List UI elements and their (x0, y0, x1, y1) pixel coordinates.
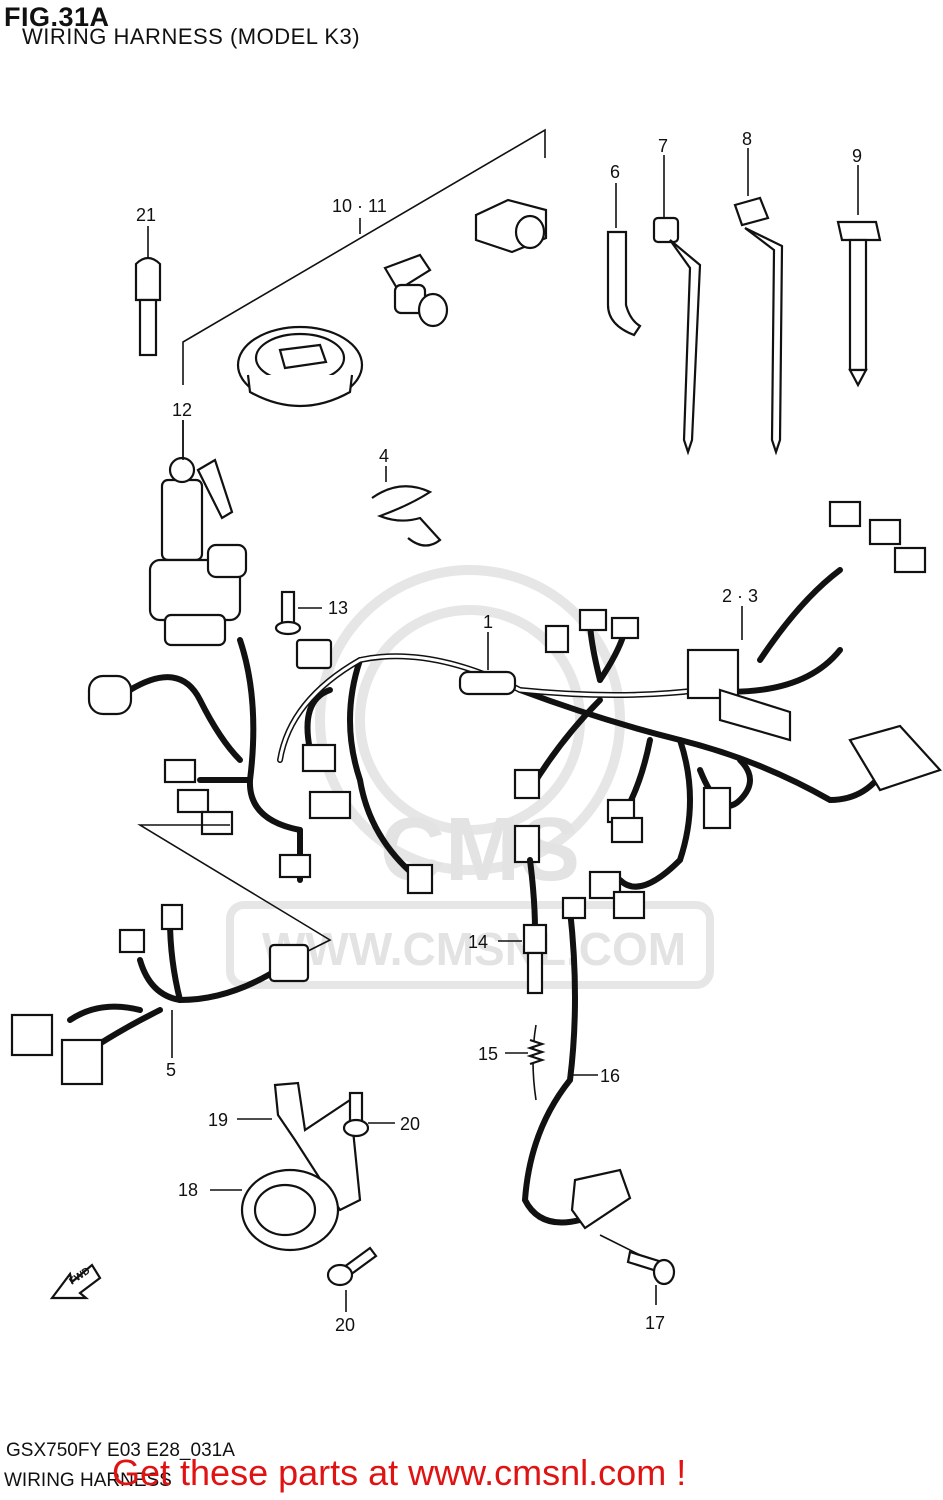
fuel-cap-part (236, 325, 364, 407)
callout-8: 8 (742, 129, 752, 149)
figure-title: WIRING HARNESS (MODEL K3) (22, 24, 361, 49)
watermark: CMS WWW.CMSNL.COM (226, 565, 714, 989)
callout-10-11: 10 · 11 (332, 196, 387, 216)
bolt-20-top-part (342, 1091, 395, 1138)
steering-lock-part (474, 198, 548, 254)
callout-6: 6 (610, 162, 620, 182)
screw-13-part (274, 590, 322, 636)
callout-1: 1 (483, 612, 493, 632)
tie-8-part (733, 148, 784, 456)
stop-switch-part (570, 1168, 641, 1256)
clamp-6-part (606, 183, 642, 337)
horn-part (210, 1168, 340, 1252)
sub-harness-part (10, 903, 310, 1086)
watermark-url: WWW.CMSNL.COM (262, 923, 686, 975)
figure-number: FIG.31A (4, 2, 110, 32)
promo-link[interactable]: Get these parts at www.cmsnl.com ! (112, 1452, 687, 1493)
callout-21: 21 (136, 205, 156, 225)
callout-5: 5 (166, 1060, 176, 1080)
callout-16: 16 (600, 1066, 620, 1086)
bolt-20-bottom-part (326, 1246, 378, 1312)
callout-9: 9 (852, 146, 862, 166)
callout-17: 17 (645, 1313, 665, 1333)
callout-4: 4 (379, 446, 389, 466)
callout-7: 7 (658, 136, 668, 156)
callout-12: 12 (172, 400, 192, 420)
horn-bracket-part (237, 1081, 362, 1212)
ignition-switch-part (148, 420, 248, 647)
clamp-4-part (371, 466, 442, 547)
seat-lock-part (383, 253, 449, 328)
bolt-17-part (626, 1250, 676, 1305)
tie-7-part (652, 155, 702, 456)
callout-15: 15 (478, 1044, 498, 1064)
callout-18: 18 (178, 1180, 198, 1200)
callout-14: 14 (468, 932, 488, 952)
spring-part (505, 1024, 546, 1101)
forward-arrow-icon: FWD (49, 1263, 102, 1300)
callout-13: 13 (328, 598, 348, 618)
neutral-switch-part (498, 857, 548, 995)
callout-20-top: 20 (400, 1114, 420, 1134)
stop-switch-lead-part (521, 896, 598, 1226)
callout-19: 19 (208, 1110, 228, 1130)
callout-2-3: 2 · 3 (722, 586, 758, 606)
figure-code: GSX750FY E03 E28_031A (6, 1440, 235, 1461)
callout-labels: 1 2 · 3 4 5 6 7 8 9 10 · 11 12 13 14 15 … (136, 129, 862, 1335)
key-part (134, 226, 162, 357)
main-harness-part (87, 500, 942, 920)
callout-20-bottom: 20 (335, 1315, 355, 1335)
footer-title: WIRING HARNESS (4, 1470, 172, 1491)
tie-9-part (836, 165, 882, 388)
